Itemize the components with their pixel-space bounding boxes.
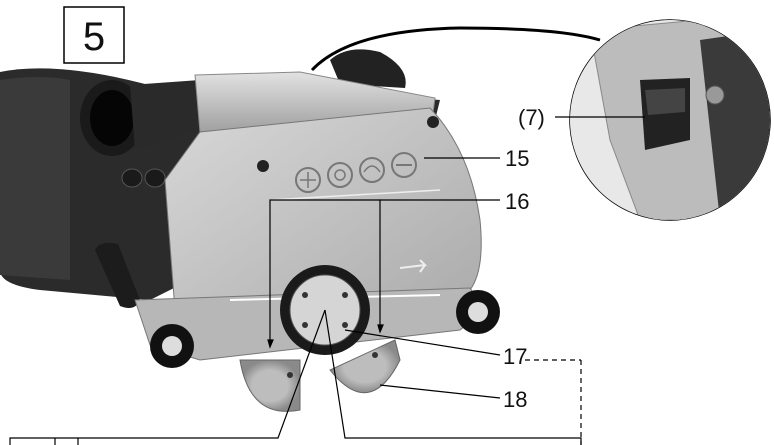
guide-rollers [150, 290, 500, 368]
disc-symbol-icon [327, 162, 353, 188]
cutting-blades [239, 339, 401, 412]
callout-16: 16 [505, 189, 529, 214]
goggles-symbol-icon [359, 157, 385, 183]
callout-18: 18 [503, 387, 527, 412]
dust-extraction-tube [80, 71, 440, 156]
leader-lines [9, 116, 645, 445]
callout-17: 17 [503, 344, 527, 369]
ear-protection-symbol-icon [391, 152, 417, 178]
callout-15: 15 [505, 146, 529, 171]
callout-7: (7) [518, 105, 545, 130]
rotation-symbol-icon [295, 167, 321, 193]
figure-number: 5 [83, 15, 105, 59]
warning-symbols [295, 152, 417, 193]
rear-handle [95, 49, 406, 308]
figure-number-box: 5 [63, 6, 125, 64]
connector-cable [310, 26, 601, 72]
zoom-detail [569, 19, 771, 221]
